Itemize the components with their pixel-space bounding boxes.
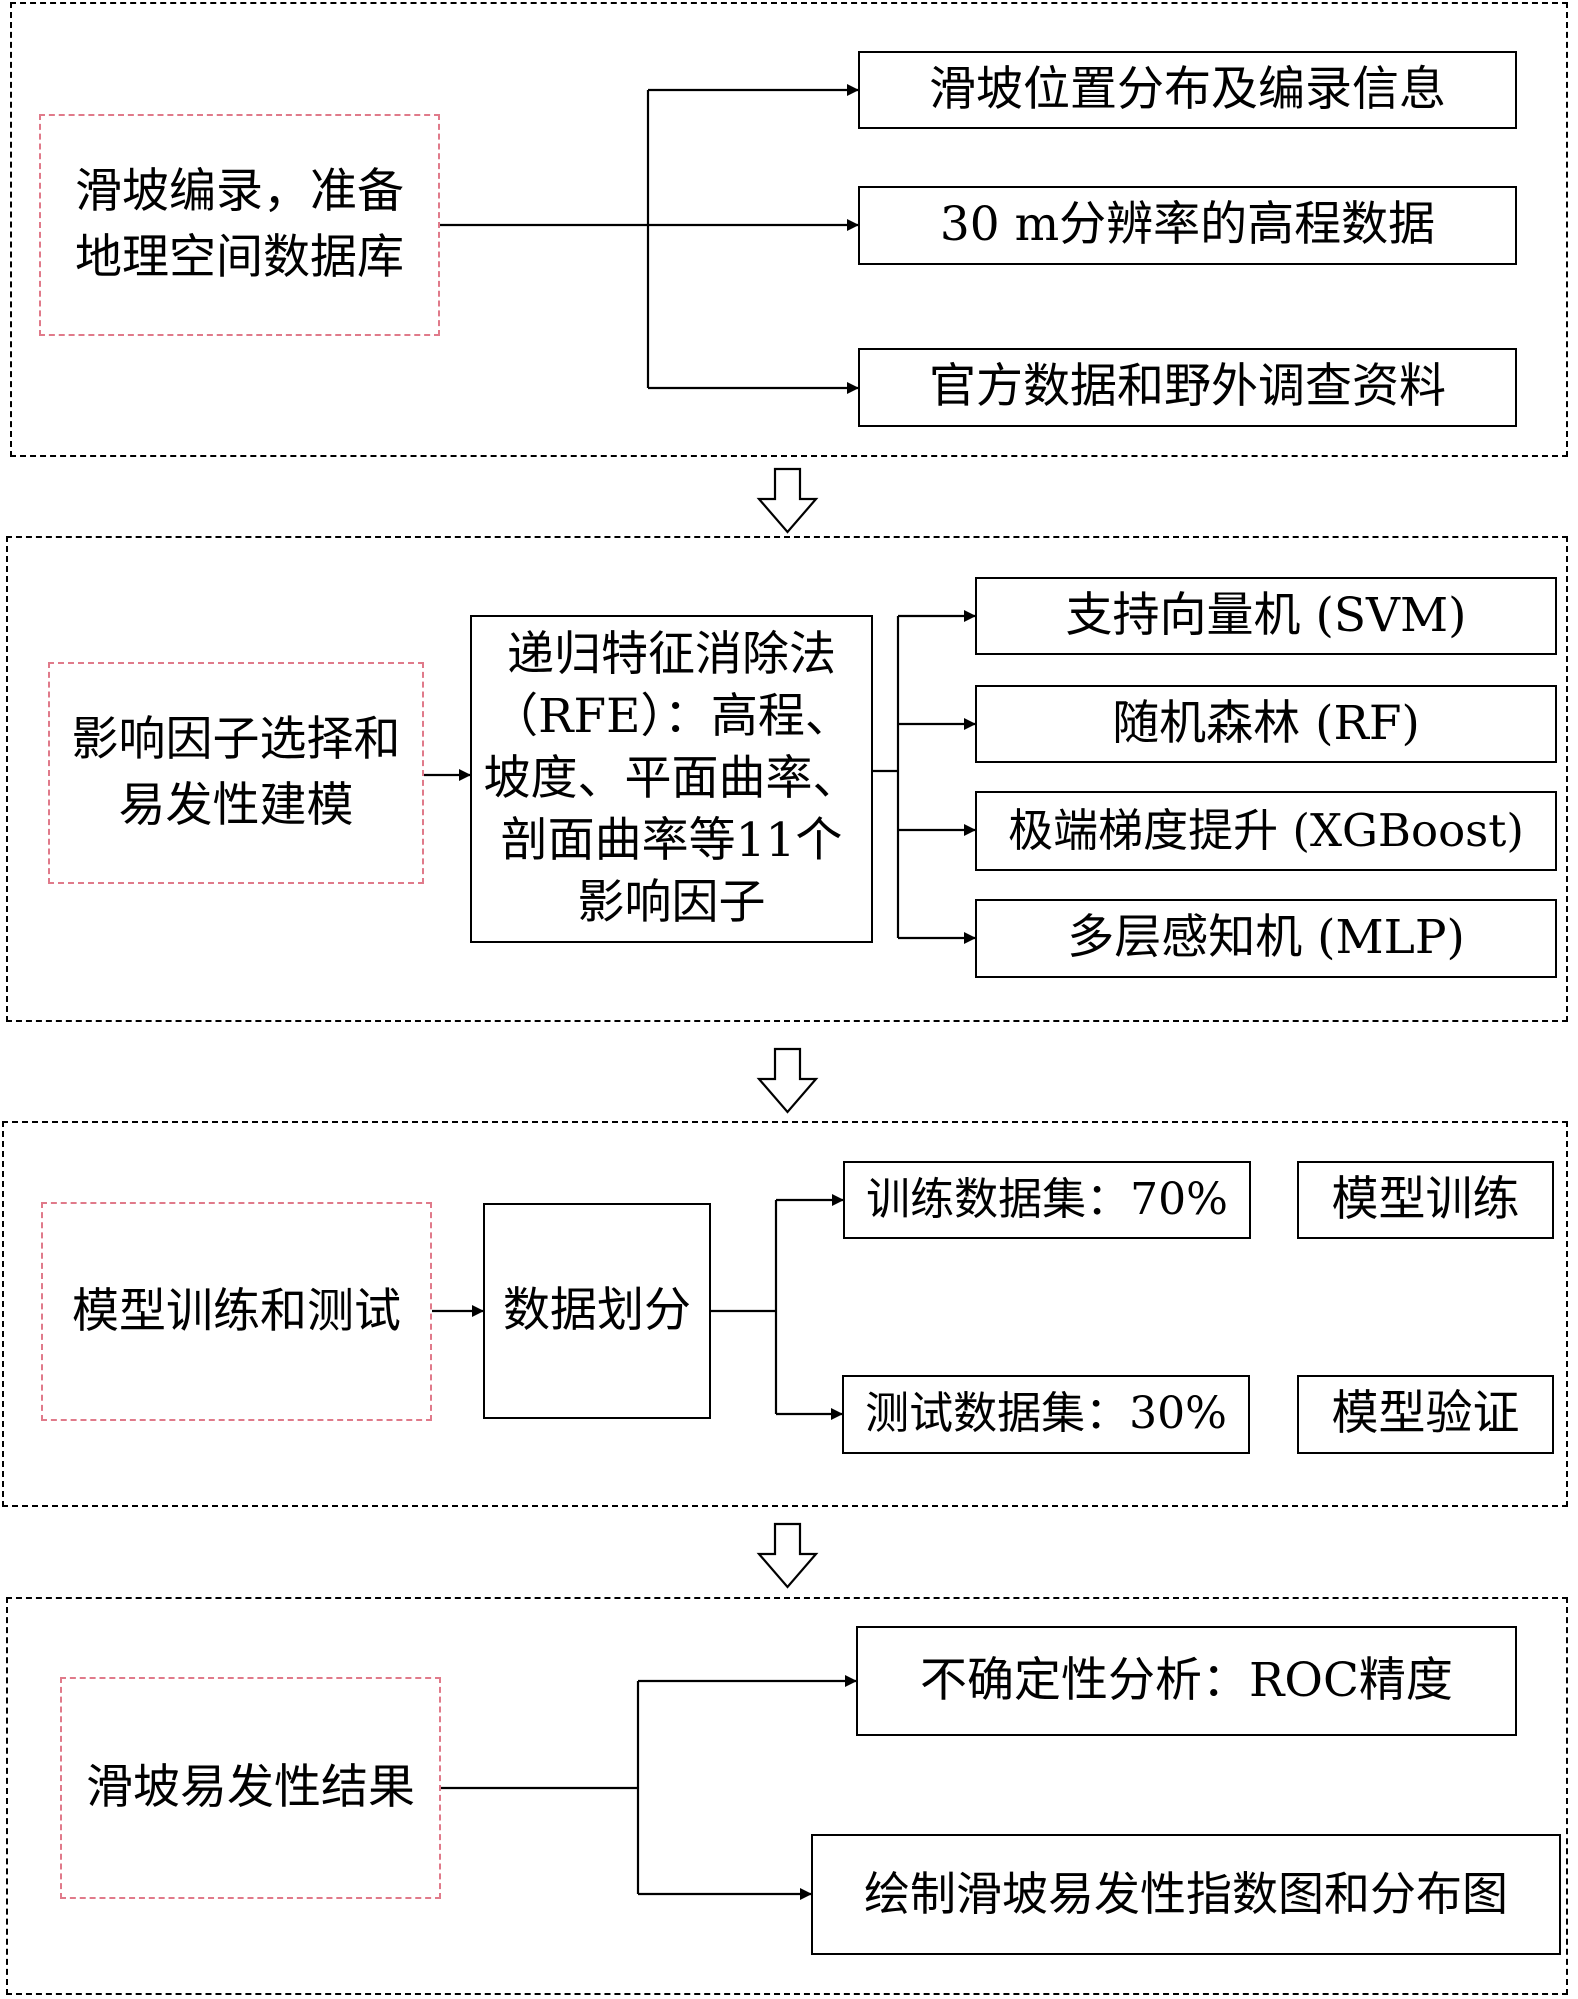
model-xgboost-box: 极端梯度提升 (XGBoost) [975,791,1557,871]
model-validate-box: 模型验证 [1297,1375,1554,1454]
model-train-box: 模型训练 [1297,1161,1554,1239]
stage-1-output-3: 官方数据和野外调查资料 [858,348,1517,427]
stage-4-panel [6,1597,1568,1995]
rfe-factor-box: 递归特征消除法（RFE）：高程、坡度、平面曲率、剖面曲率等11个影响因子 [470,615,873,943]
stage-1-source-label: 滑坡编录，准备地理空间数据库 [75,164,404,285]
stage-1-output-1: 滑坡位置分布及编录信息 [858,51,1517,129]
stage-1-source-box: 滑坡编录，准备地理空间数据库 [39,114,440,336]
down-arrow-icon [756,1047,819,1114]
stage-3-source-box: 模型训练和测试 [41,1202,432,1421]
stage-3-panel [2,1121,1568,1507]
stage-2-source-label: 影响因子选择和易发性建模 [71,712,401,833]
model-svm-box: 支持向量机 (SVM) [975,577,1557,655]
stage-4-source-box: 滑坡易发性结果 [60,1677,441,1899]
stage-2-panel [6,536,1568,1022]
model-mlp-box: 多层感知机 (MLP) [975,899,1557,978]
data-split-box: 数据划分 [483,1203,711,1419]
down-arrow-icon [756,467,819,534]
stage-1-panel [10,2,1568,457]
model-rf-box: 随机森林 (RF) [975,685,1557,763]
roc-uncertainty-box: 不确定性分析：ROC精度 [856,1626,1517,1736]
stage-1-output-2: 30 m分辨率的高程数据 [858,186,1517,265]
susceptibility-map-box: 绘制滑坡易发性指数图和分布图 [811,1834,1561,1955]
stage-3-source-label: 模型训练和测试 [72,1283,401,1339]
down-arrow-icon [756,1522,819,1589]
stage-4-source-label: 滑坡易发性结果 [86,1760,415,1816]
train-set-box: 训练数据集：70% [843,1161,1251,1239]
stage-2-source-box: 影响因子选择和易发性建模 [48,662,424,884]
rfe-factor-label: 递归特征消除法（RFE）：高程、坡度、平面曲率、剖面曲率等11个影响因子 [483,626,860,931]
test-set-box: 测试数据集：30% [842,1375,1250,1454]
